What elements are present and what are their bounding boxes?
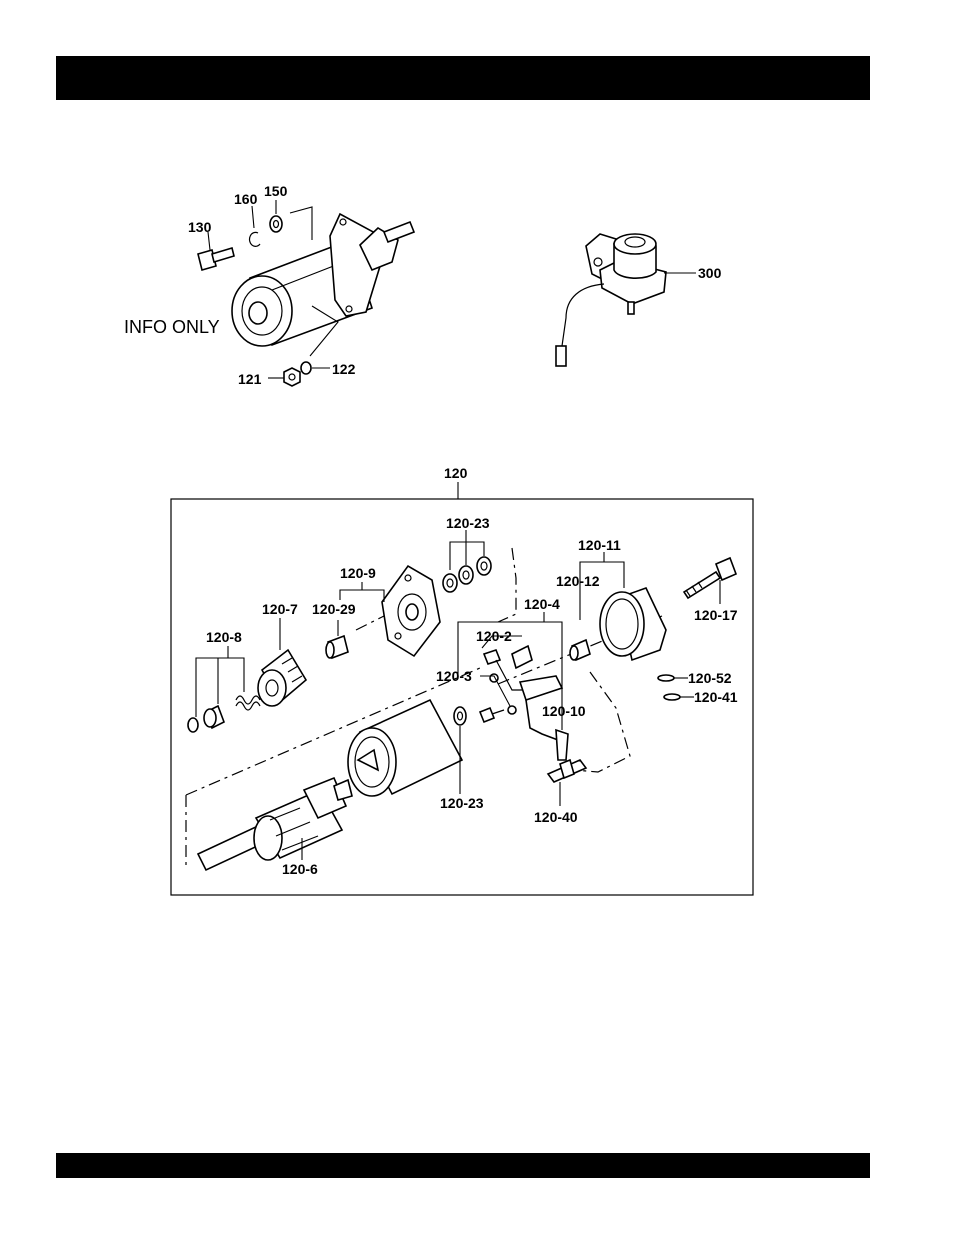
label-120-11: 120-11 xyxy=(578,537,621,553)
brush-holder-120-4-icon xyxy=(458,612,568,760)
washers-120-23-top-icon xyxy=(443,530,491,592)
label-120-2: 120-2 xyxy=(476,628,512,644)
rear-cover-120-11-icon xyxy=(580,552,666,660)
label-120-9: 120-9 xyxy=(340,565,376,581)
label-120-52: 120-52 xyxy=(688,670,732,686)
washer-122-icon xyxy=(301,362,330,374)
bushing-120-12-icon xyxy=(570,640,590,660)
magnetic-switch-300-drawing xyxy=(556,234,696,366)
label-120-12: 120-12 xyxy=(556,573,600,589)
label-122: 122 xyxy=(332,361,356,377)
label-120-7: 120-7 xyxy=(262,601,298,617)
label-120-17: 120-17 xyxy=(694,607,738,623)
label-120-10: 120-10 xyxy=(542,703,586,719)
label-121: 121 xyxy=(238,371,262,387)
nut-121-icon xyxy=(268,368,300,386)
label-300: 300 xyxy=(698,265,722,281)
label-130: 130 xyxy=(188,219,212,235)
label-120-3: 120-3 xyxy=(436,668,472,684)
pinion-clutch-120-7-icon xyxy=(258,618,306,706)
label-150: 150 xyxy=(264,183,288,199)
label-120-8: 120-8 xyxy=(206,629,242,645)
label-160: 160 xyxy=(234,191,258,207)
label-120-29: 120-29 xyxy=(312,601,356,617)
label-120-41: 120-41 xyxy=(694,689,738,705)
label-120-40: 120-40 xyxy=(534,809,578,825)
washer-120-41-icon xyxy=(664,694,694,700)
stop-ring-collar-spring-120-8-icon xyxy=(188,646,260,732)
label-120-23-top: 120-23 xyxy=(446,515,490,531)
label-120-6: 120-6 xyxy=(282,861,318,877)
washer-120-52-icon xyxy=(658,675,688,681)
starter-motor-assembly-drawing xyxy=(232,207,414,356)
plate-120-40-icon xyxy=(548,760,586,806)
label-120-4: 120-4 xyxy=(524,596,560,612)
washer-120-23-bottom-icon xyxy=(454,707,466,725)
bushing-120-29-icon xyxy=(326,620,348,658)
yoke-field-coil-icon xyxy=(348,700,462,796)
through-bolt-120-17-icon xyxy=(684,558,736,604)
armature-120-6-icon xyxy=(198,778,352,870)
bolt-130-icon xyxy=(198,232,234,270)
info-only-note: INFO ONLY xyxy=(124,317,220,337)
snap-ring-160-icon xyxy=(250,206,260,246)
label-120: 120 xyxy=(444,465,468,481)
washer-150-icon xyxy=(270,200,282,232)
label-120-23-bottom: 120-23 xyxy=(440,795,484,811)
footer-bar xyxy=(56,1153,870,1178)
screws-120-3-icon xyxy=(480,674,516,722)
